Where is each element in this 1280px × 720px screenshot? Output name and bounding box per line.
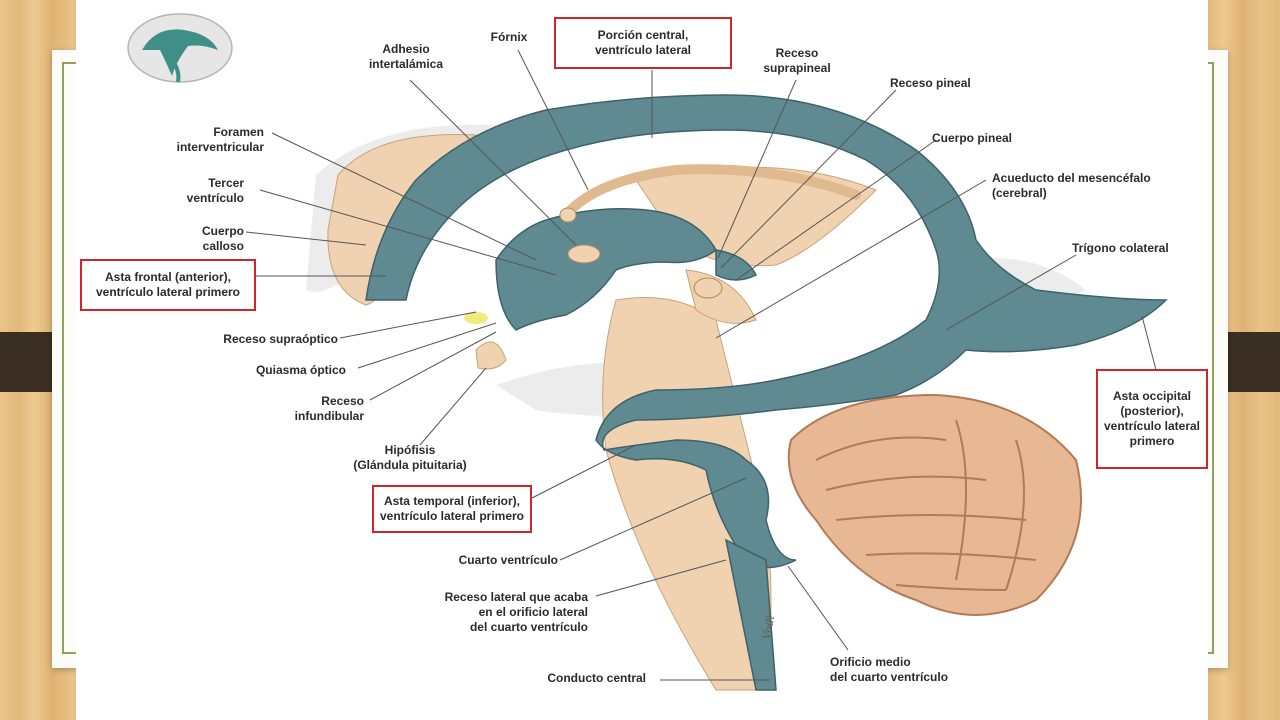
highlight-asta-occipital: Asta occipital (posterior), ventrículo l… xyxy=(1096,369,1208,469)
ventricular-system xyxy=(365,94,1168,691)
label-receso-pineal: Receso pineal xyxy=(890,76,971,90)
brain-thumbnail-icon xyxy=(127,13,233,83)
highlight-porcion-central: Porción central, ventrículo lateral xyxy=(554,17,732,69)
label-adhesio-intertalamica: Adhesio intertalámica xyxy=(368,42,444,71)
label-hipofisis: Hipófisis (Glándula pituitaria) xyxy=(353,443,467,472)
label-quiasma-optico: Quiasma óptico xyxy=(255,363,346,377)
label-cuarto-ventriculo: Cuarto ventrículo xyxy=(458,553,558,567)
ventricles-illustration: Vodl xyxy=(127,13,1168,691)
cerebellum xyxy=(787,393,1082,616)
label-fornix: Fórnix xyxy=(490,30,528,44)
label-cuerpo-pineal: Cuerpo pineal xyxy=(932,131,1013,145)
ventricles-figure: Vodl Adhesio intertal xyxy=(76,0,1208,720)
label-orificio-medio: Orificio medio del cuarto ventrículo xyxy=(830,655,949,684)
label-acueducto: Acueducto del mesencéfalo (cerebral) xyxy=(992,171,1151,200)
label-receso-lateral: Receso lateral que acaba en el orificio … xyxy=(444,590,588,634)
label-cuerpo-calloso: Cuerpo calloso xyxy=(202,224,244,253)
label-conducto-central: Conducto central xyxy=(547,671,646,685)
label-receso-suprapineal: Receso suprapineal xyxy=(763,46,831,75)
leader-lines xyxy=(245,49,1157,681)
label-receso-supraoptico: Receso supraóptico xyxy=(223,332,338,346)
highlight-asta-temporal: Asta temporal (inferior), ventrículo lat… xyxy=(372,485,532,533)
label-foramen-interventricular: Foramen interventricular xyxy=(176,125,264,154)
label-tercer-ventriculo: Tercer ventrículo xyxy=(186,176,244,205)
label-trigono-colateral: Trígono colateral xyxy=(1072,241,1169,255)
label-receso-infundibular: Receso infundibular xyxy=(294,394,364,423)
artist-signature: Vodl xyxy=(760,614,777,640)
highlight-asta-frontal: Asta frontal (anterior), ventrículo late… xyxy=(80,259,256,311)
